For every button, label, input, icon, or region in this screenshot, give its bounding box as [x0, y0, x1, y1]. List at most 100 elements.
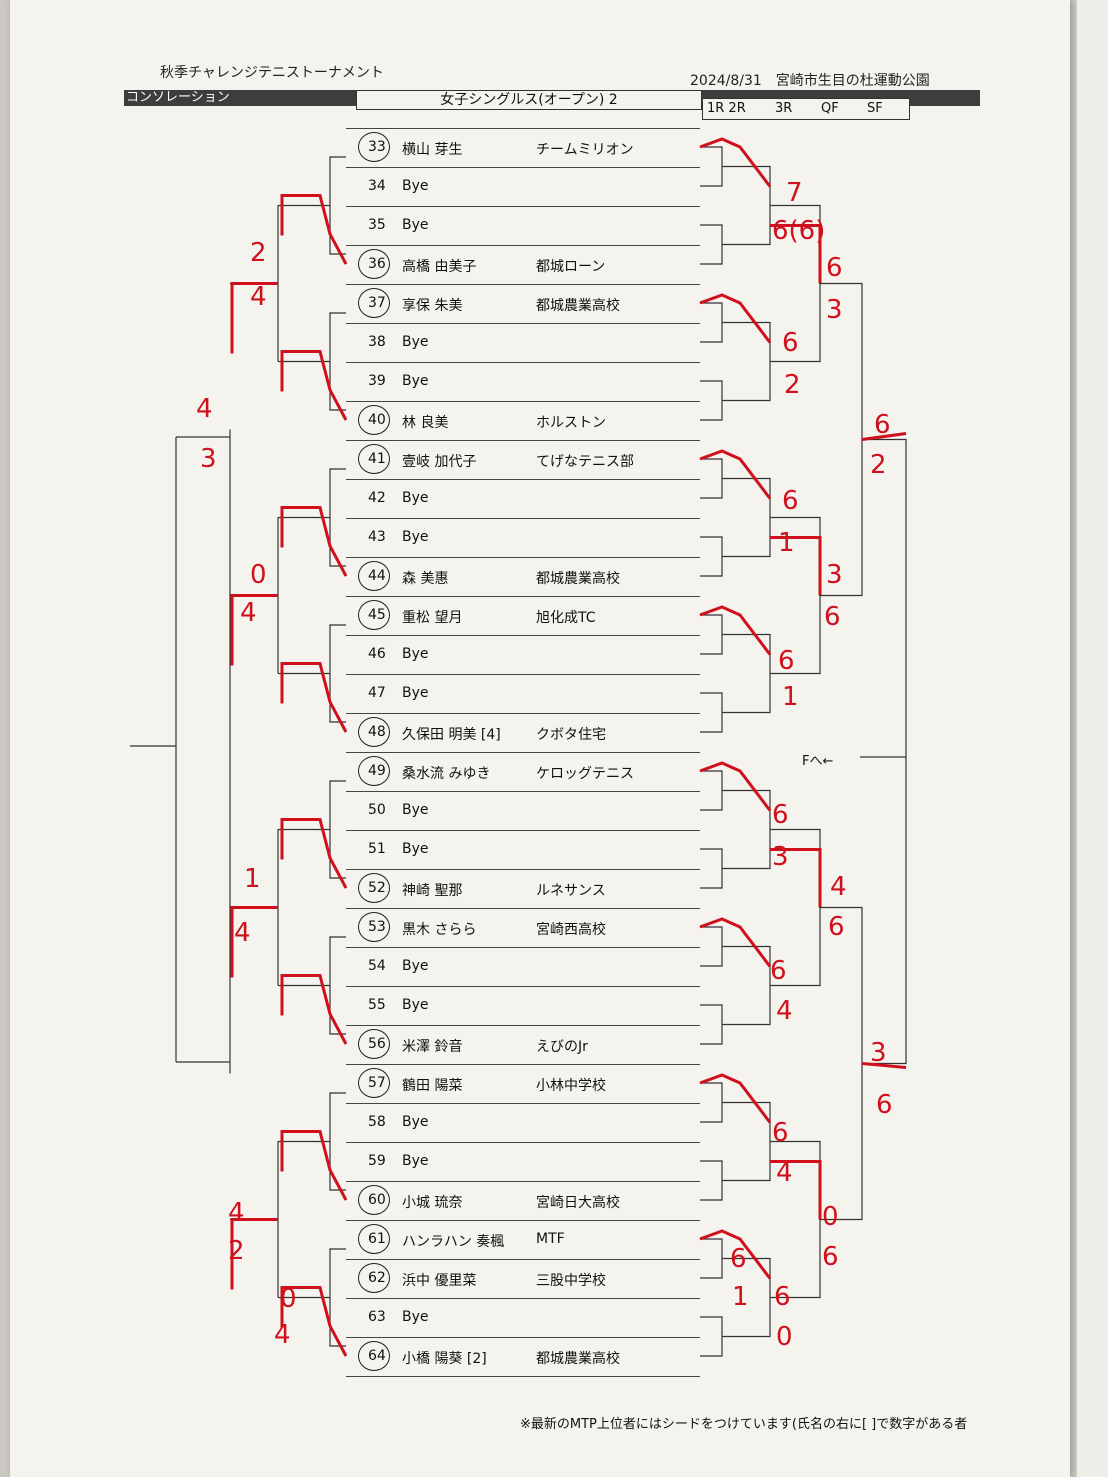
win-circle-mark — [358, 1224, 390, 1254]
win-circle-mark — [358, 249, 390, 279]
player-name: 鶴田 陽菜 — [402, 1078, 463, 1094]
win-circle-mark — [358, 912, 390, 942]
player-name: Bye — [402, 841, 429, 857]
handwritten-score: 0 — [280, 1284, 297, 1314]
player-row: 35 Bye — [346, 206, 700, 244]
handwritten-score: 1 — [732, 1282, 749, 1312]
win-circle-mark — [358, 756, 390, 786]
bracket-line — [700, 458, 723, 499]
win-circle-mark — [358, 1341, 390, 1371]
handwritten-score: 3 — [772, 842, 789, 872]
handwritten-score: 4 — [234, 918, 251, 948]
draw-number: 51 — [368, 841, 386, 857]
round-1r2r: 1R 2R — [707, 101, 746, 116]
red-winner-line — [699, 605, 772, 656]
bracket-line — [700, 770, 723, 811]
handwritten-score: 6 — [774, 1282, 791, 1312]
player-name: 小橋 陽葵 [2] — [402, 1351, 487, 1367]
player-club: 旭化成TC — [536, 610, 596, 626]
bracket-line — [700, 1004, 723, 1045]
draw-number: 40 — [368, 412, 386, 428]
win-circle-mark — [358, 444, 390, 474]
red-winner-line — [280, 350, 348, 421]
player-club: 小林中学校 — [536, 1078, 606, 1094]
bracket-line — [700, 146, 723, 187]
bracket-line — [700, 1316, 723, 1357]
bracket-line — [700, 614, 723, 655]
handwritten-score: 6 — [770, 956, 787, 986]
handwritten-score: 1 — [782, 682, 799, 712]
draw-number: 54 — [368, 958, 386, 974]
win-circle-mark — [358, 1029, 390, 1059]
draw-number: 63 — [368, 1309, 386, 1325]
date-venue: 2024/8/31 宮崎市生目の杜運動公園 — [690, 73, 930, 89]
player-name: Bye — [402, 958, 429, 974]
player-club: てげなテニス部 — [536, 454, 634, 470]
bracket-line — [700, 692, 723, 733]
adjacent-sheet-edge — [1076, 0, 1108, 1477]
event-title: 女子シングルス(オープン) 2 — [356, 90, 702, 110]
handwritten-score: 6 — [782, 328, 799, 358]
handwritten-score: 6 — [874, 410, 891, 440]
draw-number: 52 — [368, 880, 386, 896]
player-club: えびのJr — [536, 1039, 588, 1055]
player-name: Bye — [402, 685, 429, 701]
player-name: 林 良美 — [402, 415, 449, 431]
draw-number: 64 — [368, 1348, 386, 1364]
player-row: 63 Bye — [346, 1298, 700, 1336]
player-name: Bye — [402, 217, 429, 233]
paper-sheet — [10, 0, 1070, 1477]
red-winner-line — [699, 449, 772, 500]
draw-number: 55 — [368, 997, 386, 1013]
player-row: 54 Bye — [346, 947, 700, 985]
handwritten-score: 6(6) — [772, 216, 826, 246]
handwritten-score: 0 — [250, 560, 267, 590]
player-name: Bye — [402, 997, 429, 1013]
player-name: Bye — [402, 1309, 429, 1325]
player-name: 黒木 さらら — [402, 922, 477, 938]
handwritten-score: 4 — [776, 996, 793, 1026]
player-club: ケロッグテニス — [536, 766, 634, 782]
win-circle-mark — [358, 1068, 390, 1098]
player-club: 宮崎西高校 — [536, 922, 606, 938]
handwritten-score: 1 — [778, 528, 795, 558]
bracket-line — [820, 906, 863, 1221]
bracket-line — [700, 1238, 723, 1279]
player-row: 59 Bye — [346, 1142, 700, 1180]
player-name: 高橋 由美子 — [402, 259, 477, 275]
bracket-line — [700, 848, 723, 889]
player-name: 重松 望月 — [402, 610, 463, 626]
handwritten-score: 3 — [826, 295, 843, 325]
draw-number: 62 — [368, 1270, 386, 1286]
handwritten-score: 7 — [786, 178, 803, 208]
win-circle-mark — [358, 288, 390, 318]
handwritten-score: 4 — [228, 1198, 245, 1228]
win-circle-mark — [358, 600, 390, 630]
draw-number: 61 — [368, 1231, 386, 1247]
win-circle-mark — [358, 717, 390, 747]
player-name: 桑水流 みゆき — [402, 766, 491, 782]
red-winner-line — [770, 848, 822, 908]
red-winner-line — [770, 536, 822, 596]
handwritten-score: 4 — [776, 1158, 793, 1188]
draw-number: 35 — [368, 217, 386, 233]
bracket-line — [820, 282, 863, 597]
bracket-line — [700, 536, 723, 577]
red-winner-line — [230, 1218, 278, 1290]
draw-number: 59 — [368, 1153, 386, 1169]
bracket-line — [700, 1082, 723, 1123]
player-name: Bye — [402, 373, 429, 389]
player-name: ハンラハン 奏楓 — [402, 1234, 505, 1250]
draw-number: 56 — [368, 1036, 386, 1052]
player-name: Bye — [402, 1153, 429, 1169]
